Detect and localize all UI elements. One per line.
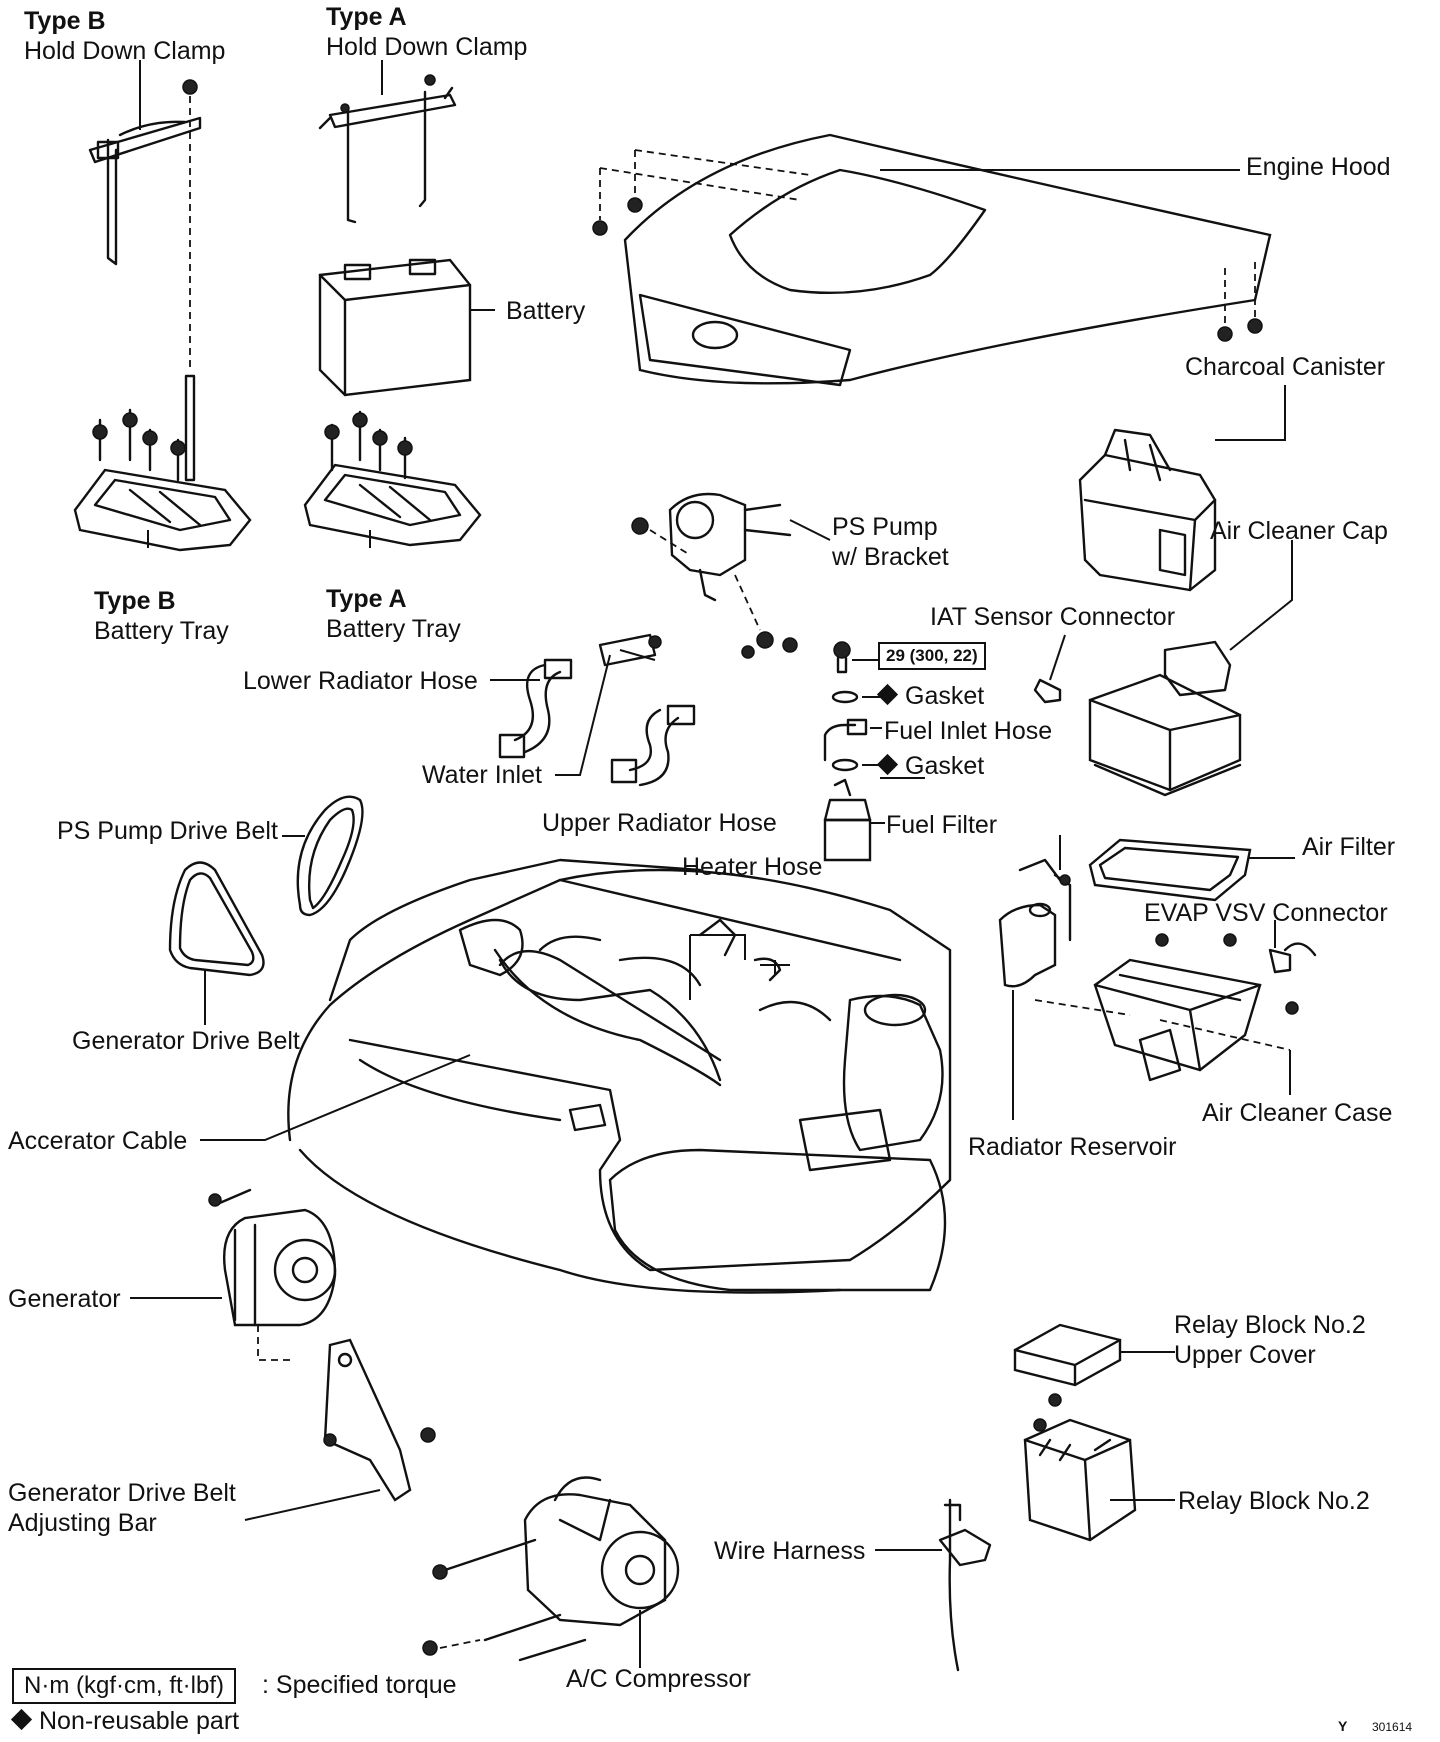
type-b-hold-down-clamp-drawing — [88, 79, 202, 482]
air-filter-drawing — [1088, 838, 1295, 902]
nonreusable-diamond-icon — [10, 1708, 33, 1731]
ps-pump-line2: w/ Bracket — [832, 543, 949, 571]
type-b-battery-tray-label: Type B Battery Tray — [94, 586, 229, 646]
type-b-hold-down-clamp-label: Type B Hold Down Clamp — [24, 6, 225, 66]
engine-bay-drawing — [287, 858, 952, 1294]
battery-drawing — [318, 258, 495, 397]
type-a-battery-tray-label: Type A Battery Tray — [326, 584, 461, 644]
air-cleaner-case-label: Air Cleaner Case — [1202, 1099, 1393, 1127]
adjusting-bar-line1: Generator Drive Belt — [8, 1479, 236, 1507]
accelerator-cable-drawing — [200, 949, 722, 1141]
fuel-filter-label: Fuel Filter — [886, 811, 998, 839]
charcoal-canister-label: Charcoal Canister — [1185, 353, 1386, 381]
engine-hood-drawing — [592, 133, 1272, 387]
leader-lines — [139, 60, 1061, 870]
type-b-battery-tray-drawing — [73, 408, 252, 552]
gasket-upper-text: Gasket — [905, 682, 985, 710]
adjusting-bar-drawing — [244, 1338, 436, 1521]
ps-pump-line1: PS Pump — [832, 513, 938, 541]
type-a-tray-name: Battery Tray — [326, 615, 461, 643]
water-inlet-label: Water Inlet — [422, 761, 542, 789]
gasket-lower-label: Gasket — [876, 751, 985, 781]
fuel-inlet-hose-label: Fuel Inlet Hose — [884, 717, 1053, 745]
generator-drive-belt-label: Generator Drive Belt — [72, 1027, 300, 1055]
generator-label: Generator — [8, 1285, 121, 1313]
radiator-reservoir-drawing — [998, 858, 1072, 1120]
type-b-tray-type: Type B — [94, 587, 176, 615]
relay-block-label: Relay Block No.2 — [1178, 1487, 1370, 1515]
air-cleaner-cap-drawing — [1033, 540, 1293, 797]
nonreusable-diamond-icon — [876, 683, 899, 706]
air-cleaner-case-drawing — [1034, 920, 1317, 1095]
ac-compressor-label: A/C Compressor — [566, 1665, 751, 1693]
engine-hood-label: Engine Hood — [1246, 153, 1391, 181]
accelerator-cable-label: Accerator Cable — [8, 1127, 188, 1155]
ps-pump-drive-belt-label: PS Pump Drive Belt — [57, 817, 278, 845]
figure-code-number: 301614 — [1372, 1720, 1413, 1734]
relay-block-drawing — [1023, 1393, 1175, 1542]
adjusting-bar-label: Generator Drive Belt Adjusting Bar — [8, 1478, 236, 1538]
nonreusable-diamond-icon — [876, 753, 899, 776]
battery-label: Battery — [506, 297, 586, 325]
hoses-drawing — [490, 633, 696, 787]
type-b-clamp-type: Type B — [24, 7, 106, 35]
ps-pump-label: PS Pump w/ Bracket — [832, 512, 949, 572]
upper-radiator-hose-label: Upper Radiator Hose — [542, 809, 777, 837]
iat-sensor-connector-label: IAT Sensor Connector — [930, 603, 1176, 631]
gasket-lower-text: Gasket — [905, 752, 985, 780]
torque-unit-legend-box: N·m (kgf·cm, ft·lbf) — [12, 1668, 236, 1704]
relay-block-cover-line2: Upper Cover — [1174, 1341, 1316, 1369]
type-b-clamp-name: Hold Down Clamp — [24, 37, 226, 65]
air-filter-label: Air Filter — [1302, 833, 1396, 861]
nonreusable-legend-text: Non-reusable part — [39, 1707, 240, 1735]
nonreusable-legend: Non-reusable part — [10, 1706, 240, 1736]
torque-spec-box: 29 (300, 22) — [878, 642, 986, 670]
charcoal-canister-drawing — [1078, 385, 1286, 592]
ac-compressor-drawing — [422, 1476, 680, 1668]
heater-hose-label: Heater Hose — [682, 853, 823, 881]
wire-harness-label: Wire Harness — [714, 1537, 866, 1565]
relay-block-cover-drawing — [1013, 1323, 1175, 1387]
wire-harness-drawing — [875, 1498, 992, 1672]
type-a-clamp-type: Type A — [326, 3, 407, 31]
relay-block-cover-line1: Relay Block No.2 — [1174, 1311, 1366, 1339]
figure-code-letter: Y — [1338, 1718, 1348, 1734]
air-cleaner-cap-label: Air Cleaner Cap — [1210, 517, 1388, 545]
fuel-parts-drawing — [823, 641, 885, 862]
type-a-hold-down-clamp-drawing — [318, 74, 457, 224]
gasket-upper-label: Gasket — [876, 681, 985, 711]
type-a-tray-type: Type A — [326, 585, 407, 613]
evap-vsv-connector-label: EVAP VSV Connector — [1144, 899, 1388, 927]
type-a-clamp-name: Hold Down Clamp — [326, 33, 528, 61]
torque-legend-text: : Specified torque — [262, 1671, 457, 1699]
type-a-battery-tray-drawing — [303, 410, 482, 547]
drive-belts-drawing — [168, 795, 364, 1025]
lower-radiator-hose-label: Lower Radiator Hose — [243, 667, 478, 695]
ps-pump-drawing — [631, 492, 798, 659]
type-a-hold-down-clamp-label: Type A Hold Down Clamp — [326, 2, 527, 62]
generator-drawing — [130, 1188, 337, 1361]
adjusting-bar-line2: Adjusting Bar — [8, 1509, 157, 1537]
type-b-tray-name: Battery Tray — [94, 617, 229, 645]
relay-block-upper-cover-label: Relay Block No.2 Upper Cover — [1174, 1310, 1366, 1370]
radiator-reservoir-label: Radiator Reservoir — [968, 1133, 1177, 1161]
